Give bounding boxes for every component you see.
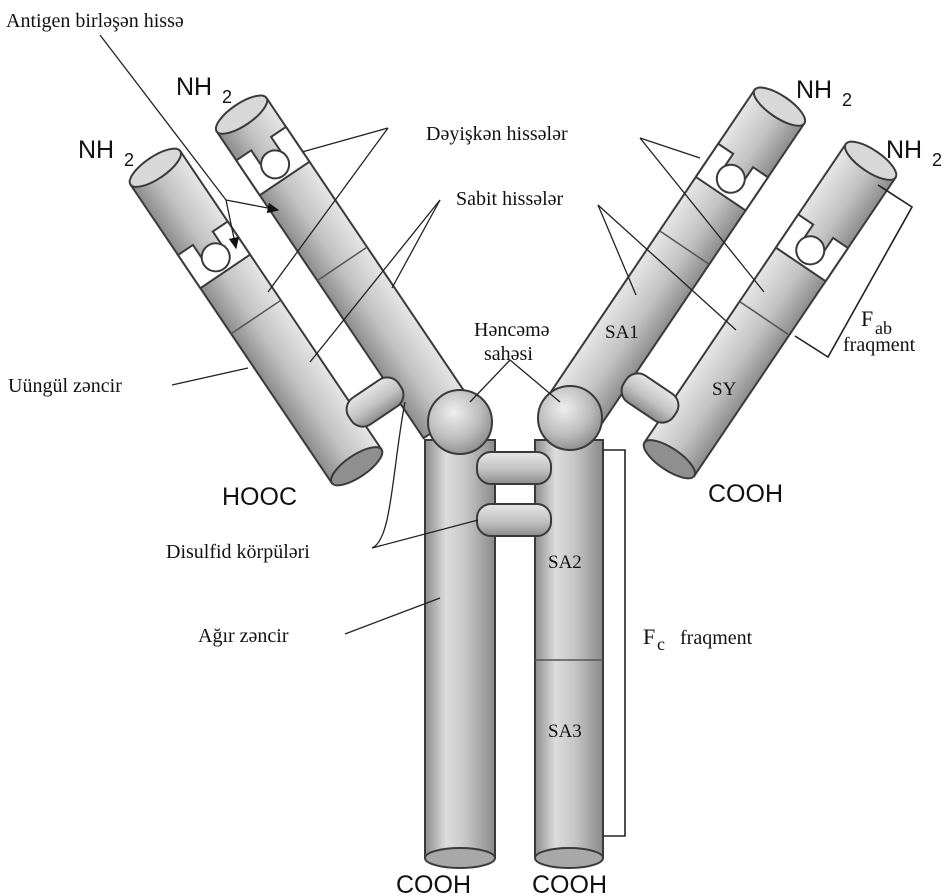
right-heavy-chain-stem bbox=[535, 440, 603, 868]
segment-sa2: SA2 bbox=[548, 552, 582, 573]
fab-fragment-label: F ab fraqment bbox=[843, 306, 916, 356]
nh2-upper-left-sub: 2 bbox=[222, 87, 232, 107]
nh2-upper-right-text: NH bbox=[796, 76, 832, 104]
fc-bracket bbox=[603, 450, 625, 836]
hinge-label-line2: sahəsi bbox=[484, 343, 533, 365]
segment-sy: SY bbox=[712, 379, 737, 400]
nh2-upper-left-text: NH bbox=[176, 73, 212, 101]
nh2-outer-left-text: NH bbox=[78, 136, 114, 164]
disulfide-bridge-upper bbox=[477, 452, 551, 484]
constant-regions-label: Sabit hissələr bbox=[456, 188, 564, 210]
fc-subscript: c bbox=[657, 634, 665, 654]
fab-word: fraqment bbox=[843, 334, 916, 356]
right-hinge-ball bbox=[538, 386, 602, 450]
antigen-binding-label: Antigen birləşən hissə bbox=[6, 10, 184, 32]
nh2-upper-right-sub: 2 bbox=[842, 90, 852, 110]
disulfide-bridges-label: Disulfid körpüləri bbox=[166, 541, 310, 563]
left-heavy-chain-stem bbox=[425, 440, 495, 868]
nh2-outer-left: NH 2 bbox=[78, 136, 134, 170]
cooh-bottom-left-label: COOH bbox=[396, 871, 471, 896]
cooh-right-label: COOH bbox=[708, 480, 783, 508]
light-chain-label: Uüngül zəncir bbox=[8, 375, 122, 397]
nh2-upper-right: NH 2 bbox=[796, 76, 852, 110]
nh2-outer-right: NH 2 bbox=[886, 136, 942, 170]
heavy-chain-label: Ağır zəncir bbox=[198, 625, 289, 647]
disulfide-bridge-lower bbox=[477, 504, 551, 536]
hooc-left-label: HOOC bbox=[222, 483, 297, 511]
nh2-outer-left-sub: 2 bbox=[124, 150, 134, 170]
fc-f-letter: F bbox=[643, 624, 655, 649]
variable-regions-label: Dəyişkən hissələr bbox=[426, 123, 568, 145]
nh2-outer-right-text: NH bbox=[886, 136, 922, 164]
fab-f-letter: F bbox=[861, 306, 873, 331]
nh2-outer-right-sub: 2 bbox=[932, 150, 942, 170]
segment-sa1: SA1 bbox=[605, 322, 639, 343]
left-hinge-ball bbox=[428, 390, 492, 454]
segment-sa3: SA3 bbox=[548, 721, 582, 742]
hinge-label-line1: Həncəmə bbox=[474, 319, 550, 341]
cooh-bottom-right-label: COOH bbox=[532, 871, 607, 896]
nh2-upper-left: NH 2 bbox=[176, 73, 232, 107]
fc-fragment-label: F c fraqment bbox=[643, 624, 753, 654]
fc-word: fraqment bbox=[680, 627, 753, 649]
